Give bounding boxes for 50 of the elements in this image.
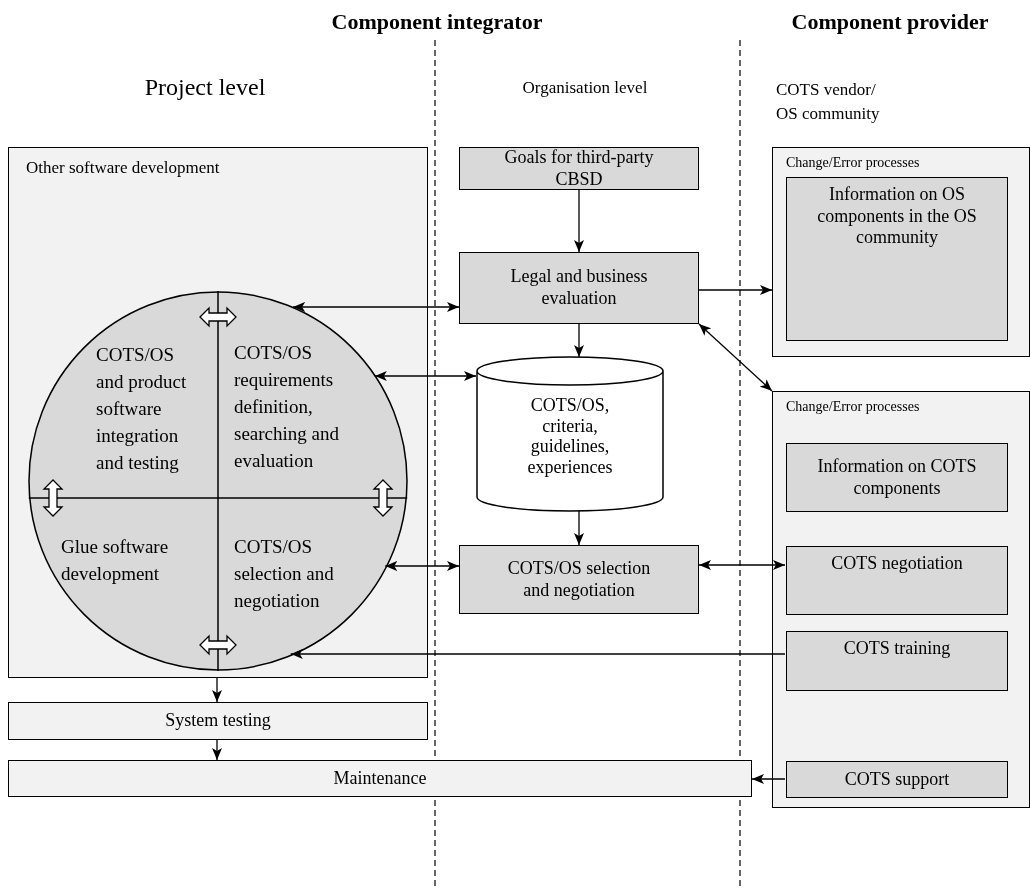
panel-title: Change/Error processes [786, 155, 920, 171]
database-cylinder [476, 357, 664, 511]
process-box [459, 252, 699, 324]
node-label: COTS/OS selection and negotiation [506, 557, 652, 602]
process-box [786, 546, 1008, 615]
node-label: COTS negotiation [831, 553, 963, 575]
node-label: COTS support [844, 768, 950, 791]
arrow [574, 510, 584, 546]
node-label: Information on COTS components [816, 455, 978, 500]
process-box [459, 545, 699, 614]
process-box [459, 147, 699, 190]
node-label: Legal and business evaluation [509, 266, 649, 310]
quadrant-label: COTS/OS selection and negotiation [234, 535, 335, 613]
arrow [292, 302, 460, 312]
quadrant-label: COTS/OS requirements definition, searching and evaluation [234, 341, 340, 473]
process-box [786, 631, 1008, 691]
arrow [384, 561, 460, 571]
group-panel [772, 147, 1030, 357]
process-box [786, 761, 1008, 798]
column-heading: Component integrator [330, 8, 544, 35]
arrow [290, 649, 786, 659]
node-label: System testing [165, 710, 271, 732]
process-box [8, 760, 752, 797]
arrow [212, 677, 222, 703]
process-box [786, 443, 1008, 512]
group-panel [8, 147, 428, 678]
group-panel [772, 391, 1030, 808]
process-box [8, 702, 428, 740]
level-heading: Project level [143, 73, 267, 101]
quadrant-label: COTS/OS and product software integration and testing [96, 343, 188, 475]
node-label: Goals for third-party CBSD [503, 146, 655, 191]
node-label: Information on OS components in the OS community [817, 184, 977, 249]
level-heading: COTS vendor/ OS community [776, 78, 881, 125]
arrow [751, 774, 786, 784]
arrow [574, 323, 584, 358]
panel-title: Other software development [26, 158, 220, 178]
arrow [212, 739, 222, 761]
process-box [786, 177, 1008, 341]
process-circle [28, 291, 408, 671]
quadrant-label: Glue software development [61, 535, 170, 586]
node-label: COTS training [843, 638, 951, 660]
arrow [698, 285, 773, 295]
node-label: COTS/OS, criteria, guidelines, experiences [526, 395, 614, 478]
column-heading: Component provider [790, 8, 990, 35]
arrow [574, 189, 584, 253]
arrow [374, 371, 477, 381]
arrow [698, 323, 773, 392]
node-label: Maintenance [333, 767, 427, 790]
panel-title: Change/Error processes [786, 399, 920, 415]
arrow [698, 560, 786, 570]
